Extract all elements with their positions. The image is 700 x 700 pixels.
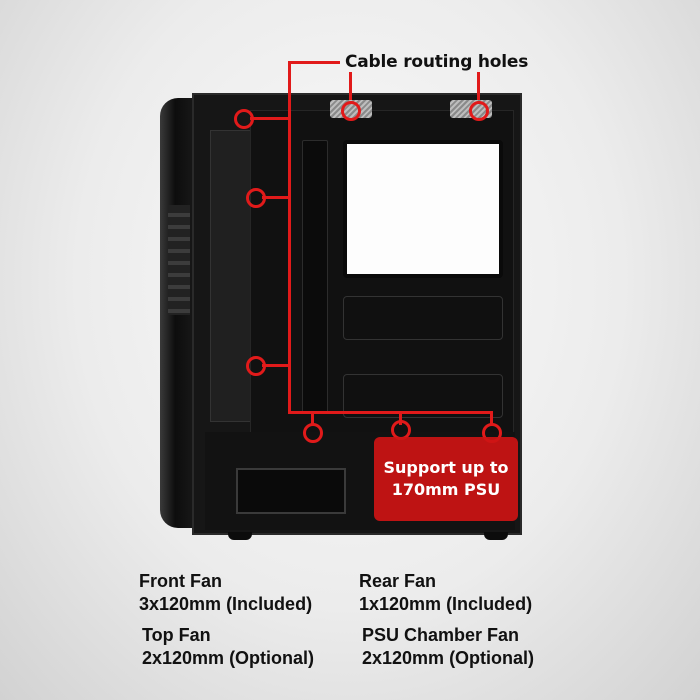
case-foot-right	[484, 532, 508, 540]
hdd-cage	[236, 468, 346, 514]
cable-pillar	[302, 140, 328, 414]
callout-stub-2	[477, 72, 480, 100]
callout-line-bottom	[288, 411, 493, 414]
routing-hole-marker	[341, 101, 361, 121]
callout-branch-1	[250, 117, 290, 120]
cable-routing-label: Cable routing holes	[345, 52, 529, 72]
callout-branch-3	[262, 364, 290, 367]
spec-rear-fan: Rear Fan 1x120mm (Included)	[359, 570, 532, 616]
spec-title: Top Fan	[142, 625, 211, 645]
psu-badge-line2: 170mm PSU	[391, 480, 501, 499]
spec-value: 2x120mm (Optional)	[362, 648, 535, 668]
ssd-mount-2	[343, 374, 503, 418]
callout-drop-2	[399, 411, 402, 425]
spec-psu-chamber-fan: PSU Chamber Fan 2x120mm (Optional)	[362, 624, 534, 670]
ssd-mount-1	[343, 296, 503, 340]
routing-hole-marker	[246, 188, 266, 208]
cpu-cutout	[343, 140, 503, 278]
callout-branch-2	[262, 196, 290, 199]
front-fan-grill	[168, 205, 190, 315]
spec-top-fan: Top Fan 2x120mm (Optional)	[142, 624, 314, 670]
drive-tray	[210, 130, 254, 422]
psu-badge-line1: Support up to	[383, 458, 509, 477]
spec-front-fan: Front Fan 3x120mm (Included)	[139, 570, 312, 616]
spec-title: Front Fan	[139, 571, 222, 591]
routing-hole-marker	[469, 101, 489, 121]
routing-hole-marker	[303, 423, 323, 443]
routing-hole-marker	[234, 109, 254, 129]
callout-line-top	[288, 61, 340, 64]
routing-hole-marker	[246, 356, 266, 376]
callout-drop-3	[490, 411, 493, 425]
spec-value: 1x120mm (Included)	[359, 594, 533, 614]
callout-line-vertical	[288, 61, 291, 413]
case-foot-left	[228, 532, 252, 540]
spec-value: 2x120mm (Optional)	[142, 648, 315, 668]
callout-drop-1	[311, 411, 314, 425]
callout-stub-1	[349, 72, 352, 100]
spec-title: PSU Chamber Fan	[362, 625, 520, 645]
psu-support-badge: Support up to 170mm PSU	[374, 437, 518, 521]
spec-title: Rear Fan	[359, 571, 437, 591]
spec-value: 3x120mm (Included)	[139, 594, 313, 614]
